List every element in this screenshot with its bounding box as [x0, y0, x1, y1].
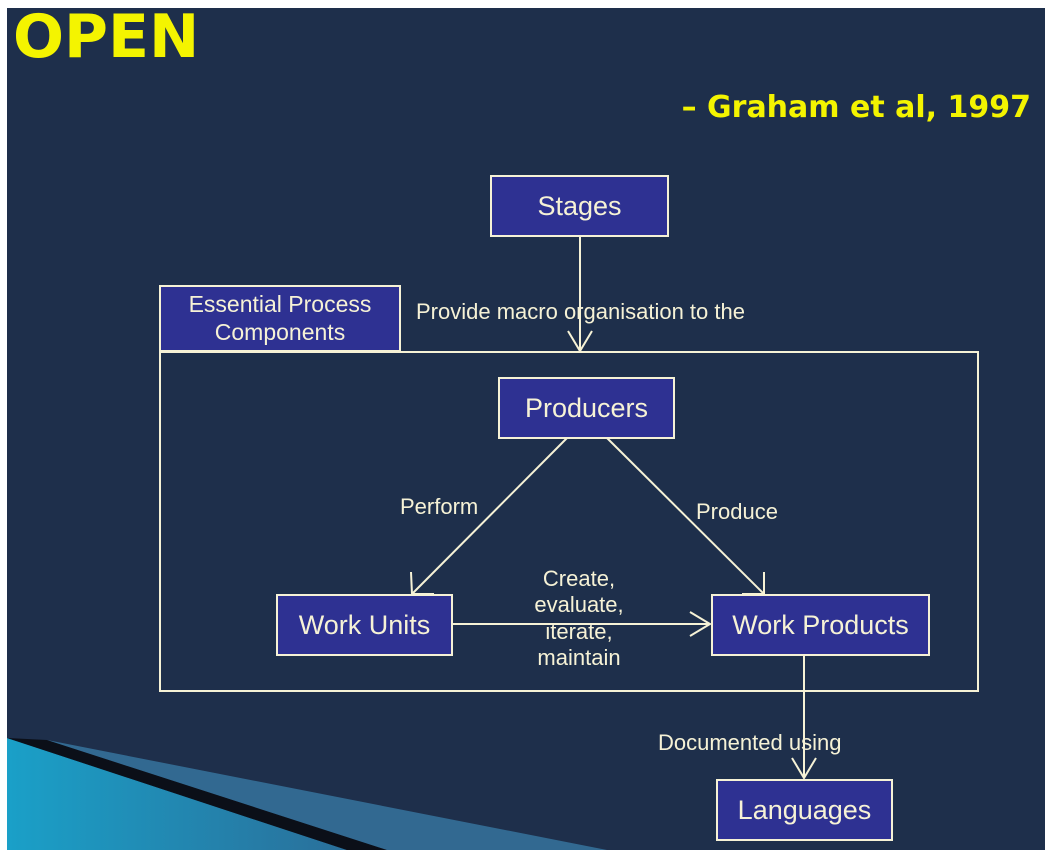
- node-producers: Producers: [498, 377, 675, 439]
- arrowhead-documented: [791, 757, 817, 780]
- label-create-evaluate-iterate-maintain: Create, evaluate, iterate, maintain: [534, 566, 624, 671]
- label-perform: Perform: [400, 494, 479, 519]
- citation: – Graham et al, 1997: [681, 90, 1031, 125]
- node-essential-process-components: Essential Process Components: [159, 285, 401, 352]
- arrowhead-stages: [567, 330, 593, 353]
- node-work-products: Work Products: [711, 594, 930, 656]
- arrow-produce: [606, 437, 765, 595]
- node-languages: Languages: [716, 779, 893, 841]
- arrow-perform: [411, 437, 568, 595]
- arrowhead-create: [689, 611, 712, 637]
- decorative-swoosh: [7, 738, 607, 850]
- slide-title: OPEN: [13, 8, 200, 72]
- diagram-arrows: [410, 236, 817, 780]
- node-work-units: Work Units: [276, 594, 453, 656]
- node-stages: Stages: [490, 175, 669, 237]
- slide: OPEN – Graham et al, 1997 Stages Essenti…: [7, 8, 1045, 850]
- essential-process-container: [159, 351, 979, 692]
- label-produce: Produce: [696, 499, 778, 524]
- label-documented-using: Documented using: [658, 730, 842, 755]
- label-provide-macro: Provide macro organisation to the: [416, 299, 745, 324]
